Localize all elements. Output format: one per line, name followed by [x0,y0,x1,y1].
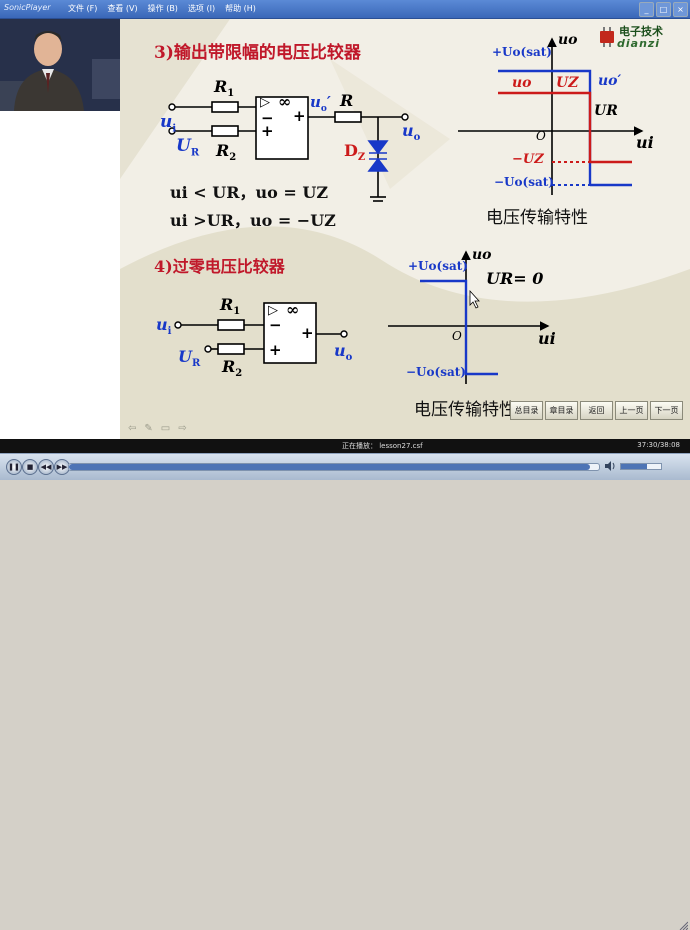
logo-cn: 电子技术 [619,25,663,38]
menu-operation[interactable]: 操作 (B) [147,4,178,13]
slide-navigation: 总目录 章目录 返回 上一页 下一页 [510,401,683,420]
menu-help[interactable]: 帮助 (H) [225,4,256,13]
plus-sat-label: +Uo(sat) [492,45,552,59]
ur-zero-label: UR= 0 [486,269,544,288]
prev-page-button[interactable]: 上一页 [615,401,648,420]
menu-view[interactable]: 查看 (V) [107,4,138,13]
menu-bar: 文件 (F) 查看 (V) 操作 (B) 选项 (I) 帮助 (H) [66,2,258,16]
opamp-infinity-zero: ∞ [286,300,300,319]
y-axis-label-zero: uo [472,247,492,263]
chapter-toc-button[interactable]: 章目录 [545,401,578,420]
opamp-minus: − [261,109,274,127]
status-bar: 正在播放： lesson27.csf 37:30/38:08 [0,439,690,453]
slide: 电子技术 dianzi 3)输出带限幅的电压比较器 R1 R2 ui UR ▷ … [120,19,690,439]
background-shapes [120,19,690,439]
toc-button[interactable]: 总目录 [510,401,543,420]
origin-label: O [536,129,546,143]
slide-drawing [120,19,690,439]
circuit-limiter-terminals [168,103,409,135]
y-axis-label: uo [558,32,578,48]
rewind-button[interactable]: ◀◀ [38,459,54,475]
minus-sat-label-zero: −Uo(sat) [406,365,466,379]
player-controls: ❚❚ ■ ◀◀ ▶▶ [0,453,690,930]
uo-label-zero: uo [334,341,353,364]
logo: 电子技术 dianzi [595,22,685,56]
presenter-video [0,19,120,111]
menu-options[interactable]: 选项 (I) [187,4,216,13]
opamp-plus-out-zero: + [301,324,314,342]
ur-graph-label: UR [594,103,618,119]
uo-prime-label: uo′ [310,93,331,114]
pen-icon[interactable]: ✎ [144,423,153,434]
window-controls: _ □ × [639,2,688,17]
time-readout: 37:30/38:08 [637,441,680,449]
progress-fill [69,464,590,470]
progress-slider[interactable] [68,463,600,471]
ui-label-zero: ui [156,315,172,338]
minus-sat-label: −Uo(sat) [494,175,554,189]
volume-slider[interactable] [620,463,662,470]
uz-label: UZ [556,75,579,91]
slide-tools: ⇦ ✎ ▭ ⇨ [128,423,187,434]
menu-icon[interactable]: ▭ [160,423,171,434]
close-button[interactable]: × [673,2,688,17]
minimize-button[interactable]: _ [639,2,654,17]
opamp-plus-out: + [293,107,306,125]
ui-label: ui [160,112,177,135]
ur-label: UR [176,136,200,159]
r-label: R [340,91,354,110]
opamp-infinity: ∞ [278,92,292,111]
formula-above-threshold: ui >UR，uo = −UZ [170,211,336,230]
section3-title: 3)输出带限幅的电压比较器 [154,43,361,63]
ur-label-zero: UR [178,347,201,370]
mouse-cursor [469,289,480,309]
speaker-icon[interactable] [604,460,616,472]
circuit-zero-crossing [178,302,344,364]
back-arrow-icon[interactable]: ⇦ [128,423,137,434]
r1-label-zero: R1 [220,295,241,318]
x-axis-label-zero: ui [538,329,556,348]
section3-caption: 电压传输特性 [486,208,588,228]
circuit-zero-terminals [174,321,348,353]
r1-label: R1 [214,77,235,100]
r2-label-zero: R2 [222,357,243,380]
chip-icon [600,27,614,47]
volume-fill [621,464,647,469]
plus-sat-label-zero: +Uo(sat) [408,259,468,273]
pause-button[interactable]: ❚❚ [6,459,22,475]
maximize-button[interactable]: □ [656,2,671,17]
resize-grip-icon[interactable] [678,920,688,930]
title-bar: SonicPlayer 文件 (F) 查看 (V) 操作 (B) 选项 (I) … [0,0,690,19]
menu-file[interactable]: 文件 (F) [68,4,98,13]
graph-limiter [458,37,644,195]
opamp-triangle-zero: ▷ [268,303,278,318]
graph-zero-crossing [388,250,550,384]
app-title: SonicPlayer [4,3,51,12]
opamp-plus-in: + [261,122,274,140]
presenter-figure [0,19,120,111]
minus-uz-label: −UZ [512,152,544,167]
opamp-triangle: ▷ [260,95,270,110]
logo-en: dianzi [617,37,661,50]
section4-title: 4)过零电压比较器 [154,257,285,276]
return-button[interactable]: 返回 [580,401,613,420]
forward-arrow-icon[interactable]: ⇨ [178,423,187,434]
r2-label: R2 [216,141,237,164]
x-axis-label: ui [636,133,654,152]
opamp-plus-in-zero: + [269,341,282,359]
stop-button[interactable]: ■ [22,459,38,475]
uo-graph-label: uo [512,75,532,91]
opamp-minus-zero: − [269,316,282,334]
uo-prime-graph-label: uo′ [598,73,622,89]
circuit-limiter [172,96,405,202]
next-page-button[interactable]: 下一页 [650,401,683,420]
dz-label: DZ [344,141,366,164]
now-playing-text: 正在播放： lesson27.csf [342,442,423,450]
section4-caption: 电压传输特性 [414,400,516,420]
formula-below-threshold: ui < UR，uo = UZ [170,183,328,202]
origin-label-zero: O [452,329,462,343]
uo-label: uo [402,121,421,144]
